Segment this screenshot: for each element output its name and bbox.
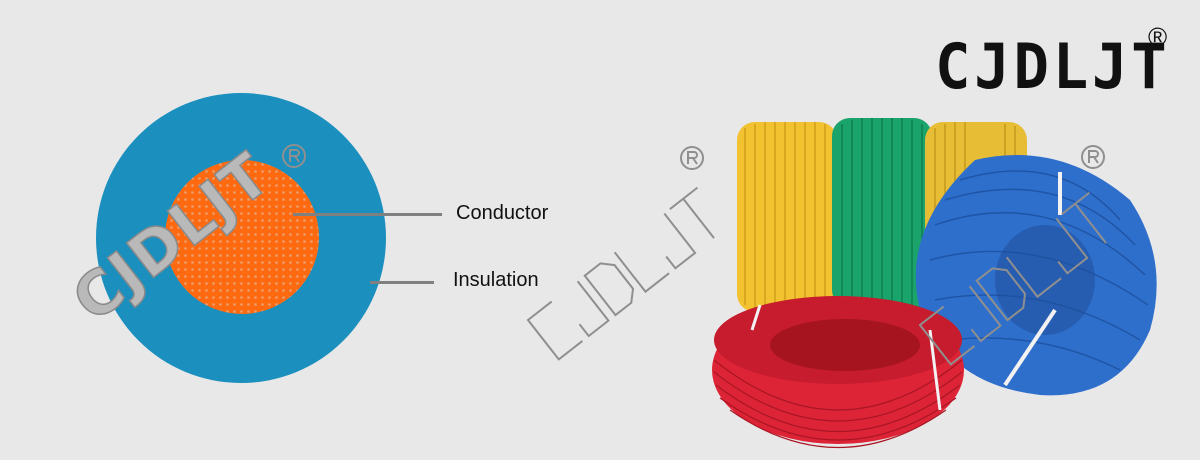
registered-mark: ® bbox=[1148, 22, 1168, 52]
watermark-registered-icon-2 bbox=[680, 146, 704, 170]
conductor-label: Conductor bbox=[456, 202, 549, 224]
red-coil bbox=[712, 296, 964, 449]
yellow-coil bbox=[737, 122, 837, 312]
conductor-leader-line bbox=[293, 213, 442, 216]
watermark-graphic-2 bbox=[527, 186, 730, 361]
watermark-registered-icon-3 bbox=[1081, 145, 1105, 169]
brand-logo: CJDLJT bbox=[935, 30, 1171, 103]
insulation-label: Insulation bbox=[453, 269, 539, 291]
conductor-core bbox=[165, 160, 319, 314]
insulation-leader-line bbox=[370, 281, 434, 284]
